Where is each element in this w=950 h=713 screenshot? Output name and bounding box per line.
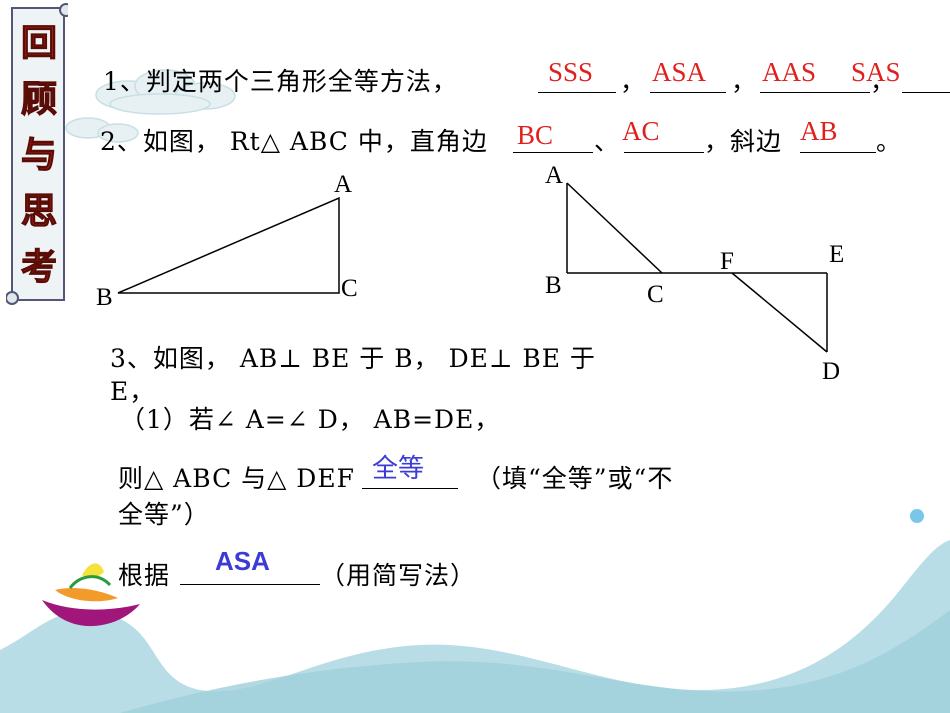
cloud-decoration: [65, 117, 139, 143]
point-label-b: B: [96, 284, 113, 311]
answer-aas: AAS: [762, 57, 817, 87]
figure-2-triangles: [566, 182, 828, 353]
title-char: 顾: [20, 78, 57, 120]
separator: 、: [594, 127, 621, 156]
answer-asa: ASA: [652, 57, 707, 87]
answer-sss: SSS: [548, 57, 594, 87]
title-char: 思: [20, 190, 57, 232]
answer-blank: [513, 128, 593, 153]
question-2-text: 2、如图， Rt△ ABC 中，直角边: [100, 127, 488, 156]
answer-blank: [760, 68, 870, 93]
answer-blank: [800, 128, 876, 153]
title-char: 考: [20, 246, 57, 288]
boat-decoration: [42, 563, 140, 627]
hypotenuse-label: ，斜边: [704, 127, 783, 156]
point-label-d: D: [822, 358, 841, 385]
basis-label: 根据: [118, 561, 171, 590]
answer-congruent: 全等: [372, 454, 425, 484]
answer-blank: [538, 68, 616, 93]
answer-blank: [902, 68, 950, 93]
separator: ，: [870, 67, 897, 96]
separator: ，: [620, 67, 647, 96]
answer-blank: [650, 68, 726, 93]
answer-basis: ASA: [215, 546, 270, 576]
question-3-line1-end: E，: [110, 377, 156, 406]
point-label-a: A: [334, 171, 353, 198]
point-label-a: A: [545, 162, 564, 189]
scroll-frame: [6, 3, 68, 305]
wave-decoration: [120, 610, 950, 713]
title-char: 与: [20, 134, 57, 176]
point-label-b: B: [545, 272, 562, 299]
separator: ，: [731, 67, 758, 96]
question-3-condition: （1）若∠ A=∠ D， AB=DE，: [120, 405, 501, 434]
question-3-hint-end: 全等”）: [118, 500, 210, 529]
answer-blank: [624, 128, 704, 153]
point-label-c: C: [341, 275, 358, 302]
answer-ab: AB: [800, 116, 838, 146]
answer-ac: AC: [622, 116, 660, 146]
answer-sas: SAS: [851, 57, 901, 87]
question-1-text: 1、判定两个三角形全等方法，: [103, 67, 458, 96]
basis-hint: （用简写法）: [320, 561, 477, 590]
period: 。: [876, 127, 903, 156]
answer-bc: BC: [517, 120, 554, 150]
answer-blank: [362, 462, 458, 489]
bubble-decoration: [910, 509, 924, 523]
title-char: 回: [20, 22, 57, 64]
question-3-line1: 3、如图， AB⊥ BE 于 B， DE⊥ BE 于: [110, 344, 596, 373]
cloud-decoration: [95, 69, 236, 115]
answer-blank: [180, 558, 320, 585]
point-label-e: E: [829, 241, 845, 268]
question-3-prompt: 则△ ABC 与△ DEF: [118, 464, 355, 493]
title-scroll: 回 顾 与 思 考: [6, 0, 68, 312]
point-label-f: F: [720, 248, 734, 275]
question-3-hint: （填“全等”或“不: [476, 464, 674, 493]
point-label-c: C: [647, 281, 664, 308]
